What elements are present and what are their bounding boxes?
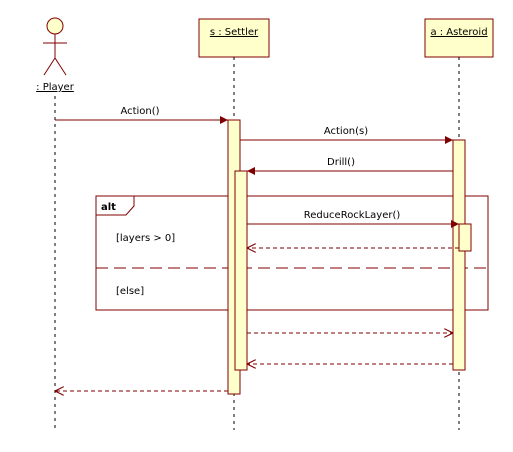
- asteroid-nested-activation: [458, 223, 472, 252]
- actor-right-leg: [54, 57, 67, 76]
- message-drill-label: Drill(): [327, 157, 355, 168]
- message-action: Action(): [55, 106, 228, 124]
- settler-nested-activation: [234, 170, 248, 371]
- player-actor: : Player: [36, 17, 75, 93]
- message-action-s-label: Action(s): [324, 126, 368, 137]
- asteroid-label: a : Asteroid: [430, 27, 487, 38]
- alt-frame: [95, 195, 489, 311]
- settler-label: s : Settler: [210, 27, 259, 38]
- asteroid-activation: [452, 139, 466, 371]
- message-action-label: Action(): [120, 106, 159, 117]
- settler-box: [198, 18, 270, 58]
- message-drill: Drill(): [247, 157, 453, 175]
- settler-participant: s : Settler: [198, 18, 270, 58]
- message-action-s: Action(s): [240, 126, 453, 144]
- guard-else: [else]: [116, 286, 144, 297]
- message-reduce-rock-layer: ReduceRockLayer(): [247, 210, 459, 228]
- guard-layers: [layers > 0]: [116, 233, 175, 244]
- player-label: : Player: [36, 82, 75, 93]
- alt-operator-tab: [96, 195, 135, 216]
- asteroid-box: [424, 18, 494, 58]
- actor-head-icon: [46, 17, 64, 35]
- actor-left-leg: [43, 57, 56, 76]
- asteroid-participant: a : Asteroid: [424, 18, 494, 58]
- message-reduce-rock-layer-label: ReduceRockLayer(): [304, 210, 401, 221]
- alt-fragment: alt [layers > 0] [else]: [95, 195, 489, 311]
- alt-operator-label: alt: [101, 202, 116, 213]
